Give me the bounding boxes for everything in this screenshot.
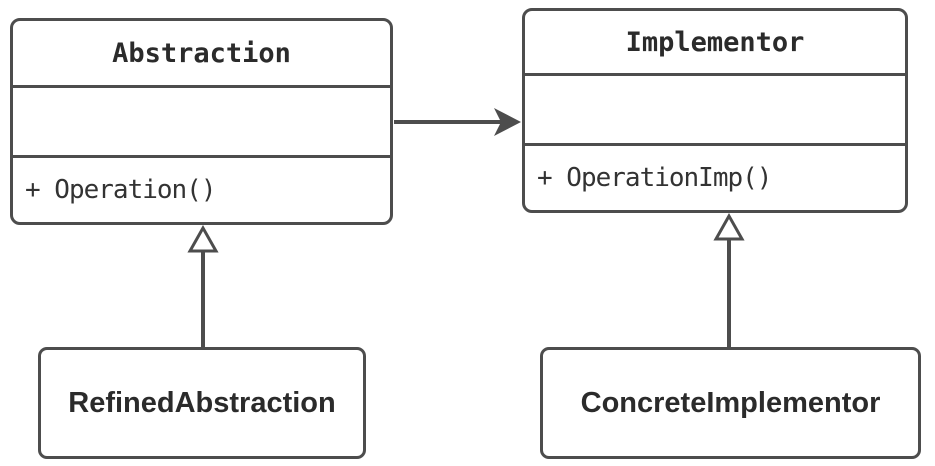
- class-box-abstraction: Abstraction + Operation(): [10, 18, 393, 225]
- class-attributes-abstraction: [13, 88, 390, 158]
- class-methods-implementor: + OperationImp(): [537, 163, 772, 193]
- node-refined-abstraction: RefinedAbstraction: [38, 347, 366, 459]
- inheritance-triangle-icon-left: [187, 224, 219, 253]
- node-label-refined-abstraction: RefinedAbstraction: [68, 386, 336, 419]
- node-label-concrete-implementor: ConcreteImplementor: [580, 386, 881, 419]
- association-arrowhead-icon: [494, 108, 521, 136]
- node-concrete-implementor: ConcreteImplementor: [540, 347, 921, 459]
- class-title-implementor: Implementor: [525, 11, 905, 76]
- class-title-abstraction: Abstraction: [13, 21, 390, 88]
- inheritance-triangle-icon-right: [713, 212, 745, 241]
- class-methods-abstraction: + Operation(): [25, 175, 217, 205]
- class-box-implementor: Implementor + OperationImp(): [522, 8, 908, 213]
- class-attributes-implementor: [525, 76, 905, 146]
